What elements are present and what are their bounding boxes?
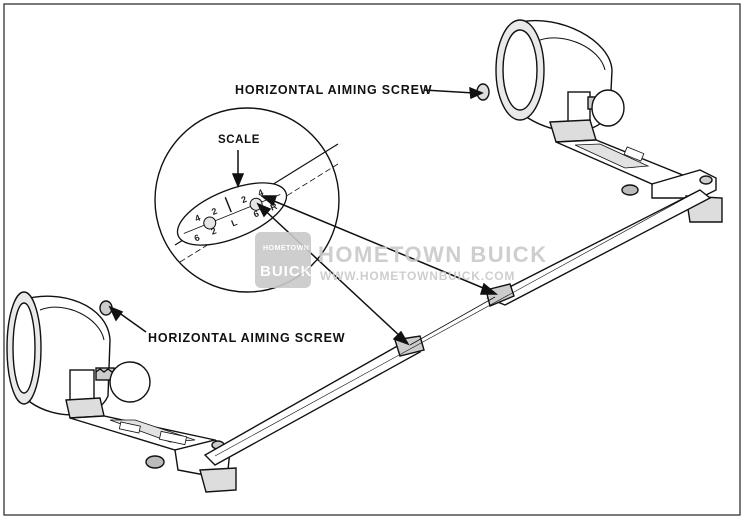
scale-mark: 4	[193, 213, 201, 224]
left-aimer	[6, 291, 237, 493]
scale-mark: 6	[193, 232, 201, 243]
top-screw-label: HORIZONTAL AIMING SCREW	[235, 83, 432, 97]
scale-marks-upper: 4 2 2 4	[193, 187, 264, 224]
watermark: HOMETOWN BUICK HOMETOWN BUICK WWW.HOMETO…	[255, 232, 548, 288]
watermark-badge	[255, 232, 311, 288]
scale-mark: L	[230, 217, 239, 229]
scale-marks-lower: 6 2 L 6 R	[193, 201, 279, 244]
leader-lines	[108, 86, 499, 346]
scale-mark: 6	[252, 208, 260, 219]
right-aimer	[476, 19, 723, 223]
scale-mark: 4	[256, 187, 264, 198]
sight-bars	[203, 189, 712, 466]
watermark-title: HOMETOWN BUICK	[318, 242, 548, 267]
scale-label: SCALE	[218, 134, 260, 146]
watermark-badge-top: HOMETOWN	[263, 245, 309, 252]
scale-mark: 2	[240, 194, 248, 205]
bottom-screw-label: HORIZONTAL AIMING SCREW	[148, 331, 345, 345]
scale-mark: R	[269, 201, 279, 213]
scale-mark: 2	[210, 206, 218, 217]
watermark-badge-bottom: BUICK	[260, 263, 313, 280]
scale-mark: 2	[209, 226, 217, 237]
watermark-url: WWW.HOMETOWNBUICK.COM	[320, 269, 515, 283]
figure-border	[3, 3, 741, 516]
